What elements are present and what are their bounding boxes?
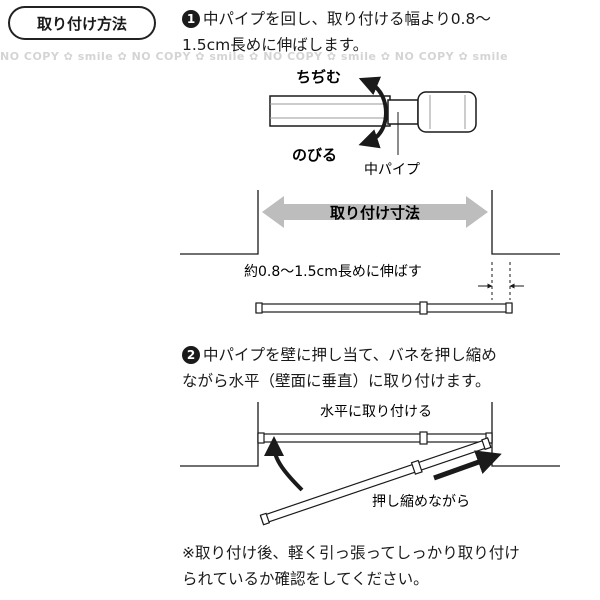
width-arrow-icon [262, 196, 488, 228]
installation-diagram [180, 402, 560, 526]
horizontal-pipe [257, 431, 493, 445]
note-line-1: ※取り付け後、軽く引っ張ってしっかり取り付け [182, 544, 520, 562]
shrink-label: ちぢむ [296, 68, 341, 86]
note-line-2: られているか確認をしてください。 [182, 570, 429, 588]
step-2-number: 2 [182, 346, 200, 364]
push-arrow-icon [433, 450, 502, 481]
step-1-line-2: 1.5cm長めに伸ばします。 [182, 36, 369, 54]
mounting-width-label: 取り付け寸法 [330, 204, 420, 222]
inner-pipe-label: 中パイプ [364, 162, 420, 178]
right-wall-2 [491, 402, 560, 467]
extend-label: のびる [292, 146, 337, 164]
lift-arrow-icon [264, 436, 304, 492]
tilted-pipe [259, 437, 492, 526]
right-wall [491, 190, 560, 255]
extended-pipe [255, 301, 513, 315]
step-2-line-1: 中パイプを壁に押し当て、バネを押し縮め [203, 346, 497, 364]
measurement-diagram [180, 190, 560, 315]
rotate-arrow-icon [358, 76, 388, 149]
end-cap [417, 91, 477, 133]
outer-pipe [269, 95, 391, 127]
horizontal-install-label: 水平に取り付ける [320, 404, 432, 420]
inner-pipe [387, 99, 419, 125]
section-title: 取り付け方法 [8, 6, 156, 40]
extend-length-note: 約0.8〜1.5cm長めに伸ばす [244, 264, 422, 280]
left-wall-2 [180, 402, 259, 467]
step-2-line-2: ながら水平（壁面に垂直）に取り付けます。 [182, 372, 491, 390]
pipe-closeup-diagram [269, 76, 477, 155]
step-1-number: 1 [182, 10, 200, 28]
caution-note: ※取り付け後、軽く引っ張ってしっかり取り付け られているか確認をしてください。 [182, 540, 520, 592]
compress-label: 押し縮めながら [372, 494, 470, 510]
left-wall [180, 190, 259, 255]
step-1-line-1: 中パイプを回し、取り付ける幅より0.8〜 [203, 10, 491, 28]
